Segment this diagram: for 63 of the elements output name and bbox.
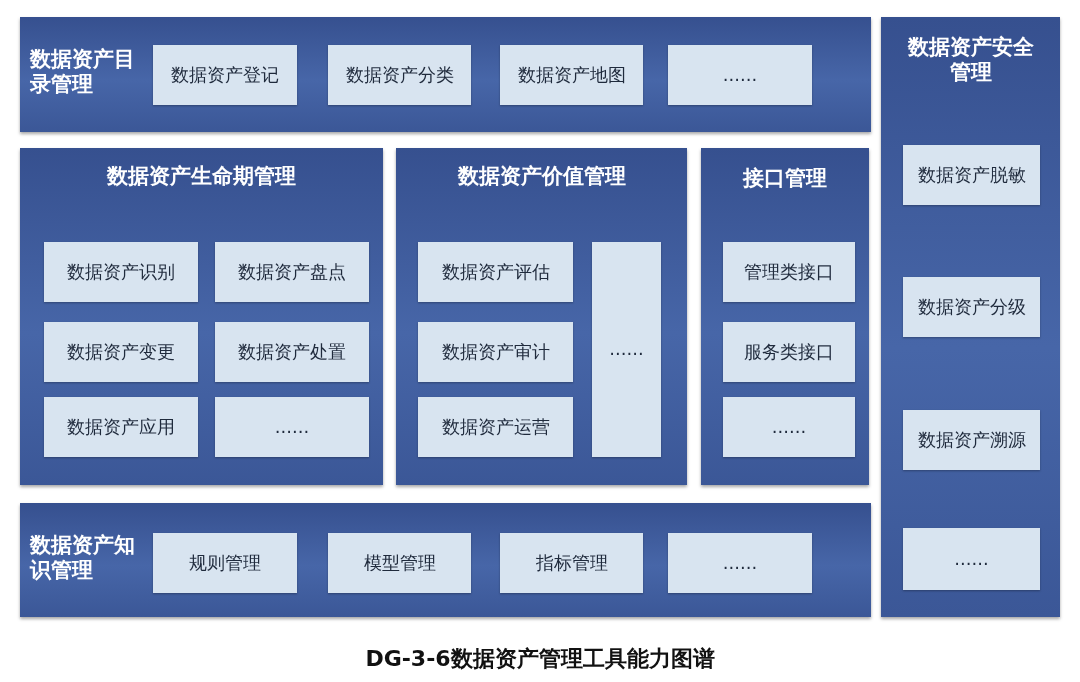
function-box xyxy=(153,533,297,593)
box-label: ...... xyxy=(771,414,807,439)
box-label: ...... xyxy=(953,546,990,571)
panel-heading: 数据资产生命期管理 xyxy=(105,164,297,190)
function-box xyxy=(723,397,855,457)
function-box xyxy=(44,322,198,382)
function-box xyxy=(723,322,855,382)
group-panel xyxy=(881,17,1060,617)
function-box xyxy=(418,397,573,457)
panel-heading: 数据资产目录管理 xyxy=(30,47,136,98)
box-label: 数据资产识别 xyxy=(67,259,175,284)
function-box xyxy=(723,242,855,302)
function-box xyxy=(44,397,198,457)
box-label: 数据资产地图 xyxy=(517,62,626,87)
function-box xyxy=(903,410,1040,470)
box-label: ...... xyxy=(609,337,644,362)
box-label: 规则管理 xyxy=(189,550,261,575)
panel-heading: 数据资产知识管理 xyxy=(30,533,136,584)
box-label: 指标管理 xyxy=(535,550,608,575)
box-label: 模型管理 xyxy=(363,550,436,575)
group-panel xyxy=(20,503,871,617)
box-label: 数据资产盘点 xyxy=(238,259,346,284)
box-label: ...... xyxy=(722,62,758,87)
function-box xyxy=(215,322,369,382)
box-label: 数据资产运营 xyxy=(441,414,550,439)
group-panel xyxy=(20,17,871,132)
box-label: 数据资产处置 xyxy=(238,339,346,364)
function-box xyxy=(500,45,643,105)
box-label: 服务类接口 xyxy=(744,339,834,364)
function-box xyxy=(903,528,1040,590)
function-box xyxy=(903,277,1040,337)
box-label: 管理类接口 xyxy=(744,259,834,284)
function-box xyxy=(418,322,573,382)
function-box xyxy=(418,242,573,302)
group-panel xyxy=(396,148,687,485)
box-label: 数据资产应用 xyxy=(67,414,175,439)
box-label: ...... xyxy=(722,550,758,575)
box-label: 数据资产脱敏 xyxy=(916,162,1027,187)
function-box xyxy=(328,45,471,105)
function-box xyxy=(44,242,198,302)
function-box xyxy=(500,533,643,593)
function-box xyxy=(153,45,297,105)
function-box xyxy=(215,397,369,457)
group-panel xyxy=(701,148,869,485)
box-label: 数据资产审计 xyxy=(441,339,550,364)
function-box xyxy=(668,45,812,105)
group-panel xyxy=(20,148,383,485)
box-label: 数据资产评估 xyxy=(441,259,550,284)
box-label: 数据资产登记 xyxy=(171,62,279,87)
panel-heading: 数据资产安全管理 xyxy=(906,35,1035,86)
box-label: 数据资产变更 xyxy=(67,339,175,364)
box-label: ...... xyxy=(274,414,310,439)
function-box xyxy=(592,242,661,457)
function-box xyxy=(903,145,1040,205)
box-label: 数据资产分类 xyxy=(345,62,454,87)
panel-heading: 数据资产价值管理 xyxy=(456,164,627,190)
box-label: 数据资产分级 xyxy=(916,294,1027,319)
function-box xyxy=(215,242,369,302)
caption: DG-3-6数据资产管理工具能力图谱 xyxy=(364,645,716,673)
box-label: 数据资产溯源 xyxy=(916,427,1027,452)
function-box xyxy=(668,533,812,593)
function-box xyxy=(328,533,471,593)
panel-heading: 接口管理 xyxy=(741,166,828,192)
